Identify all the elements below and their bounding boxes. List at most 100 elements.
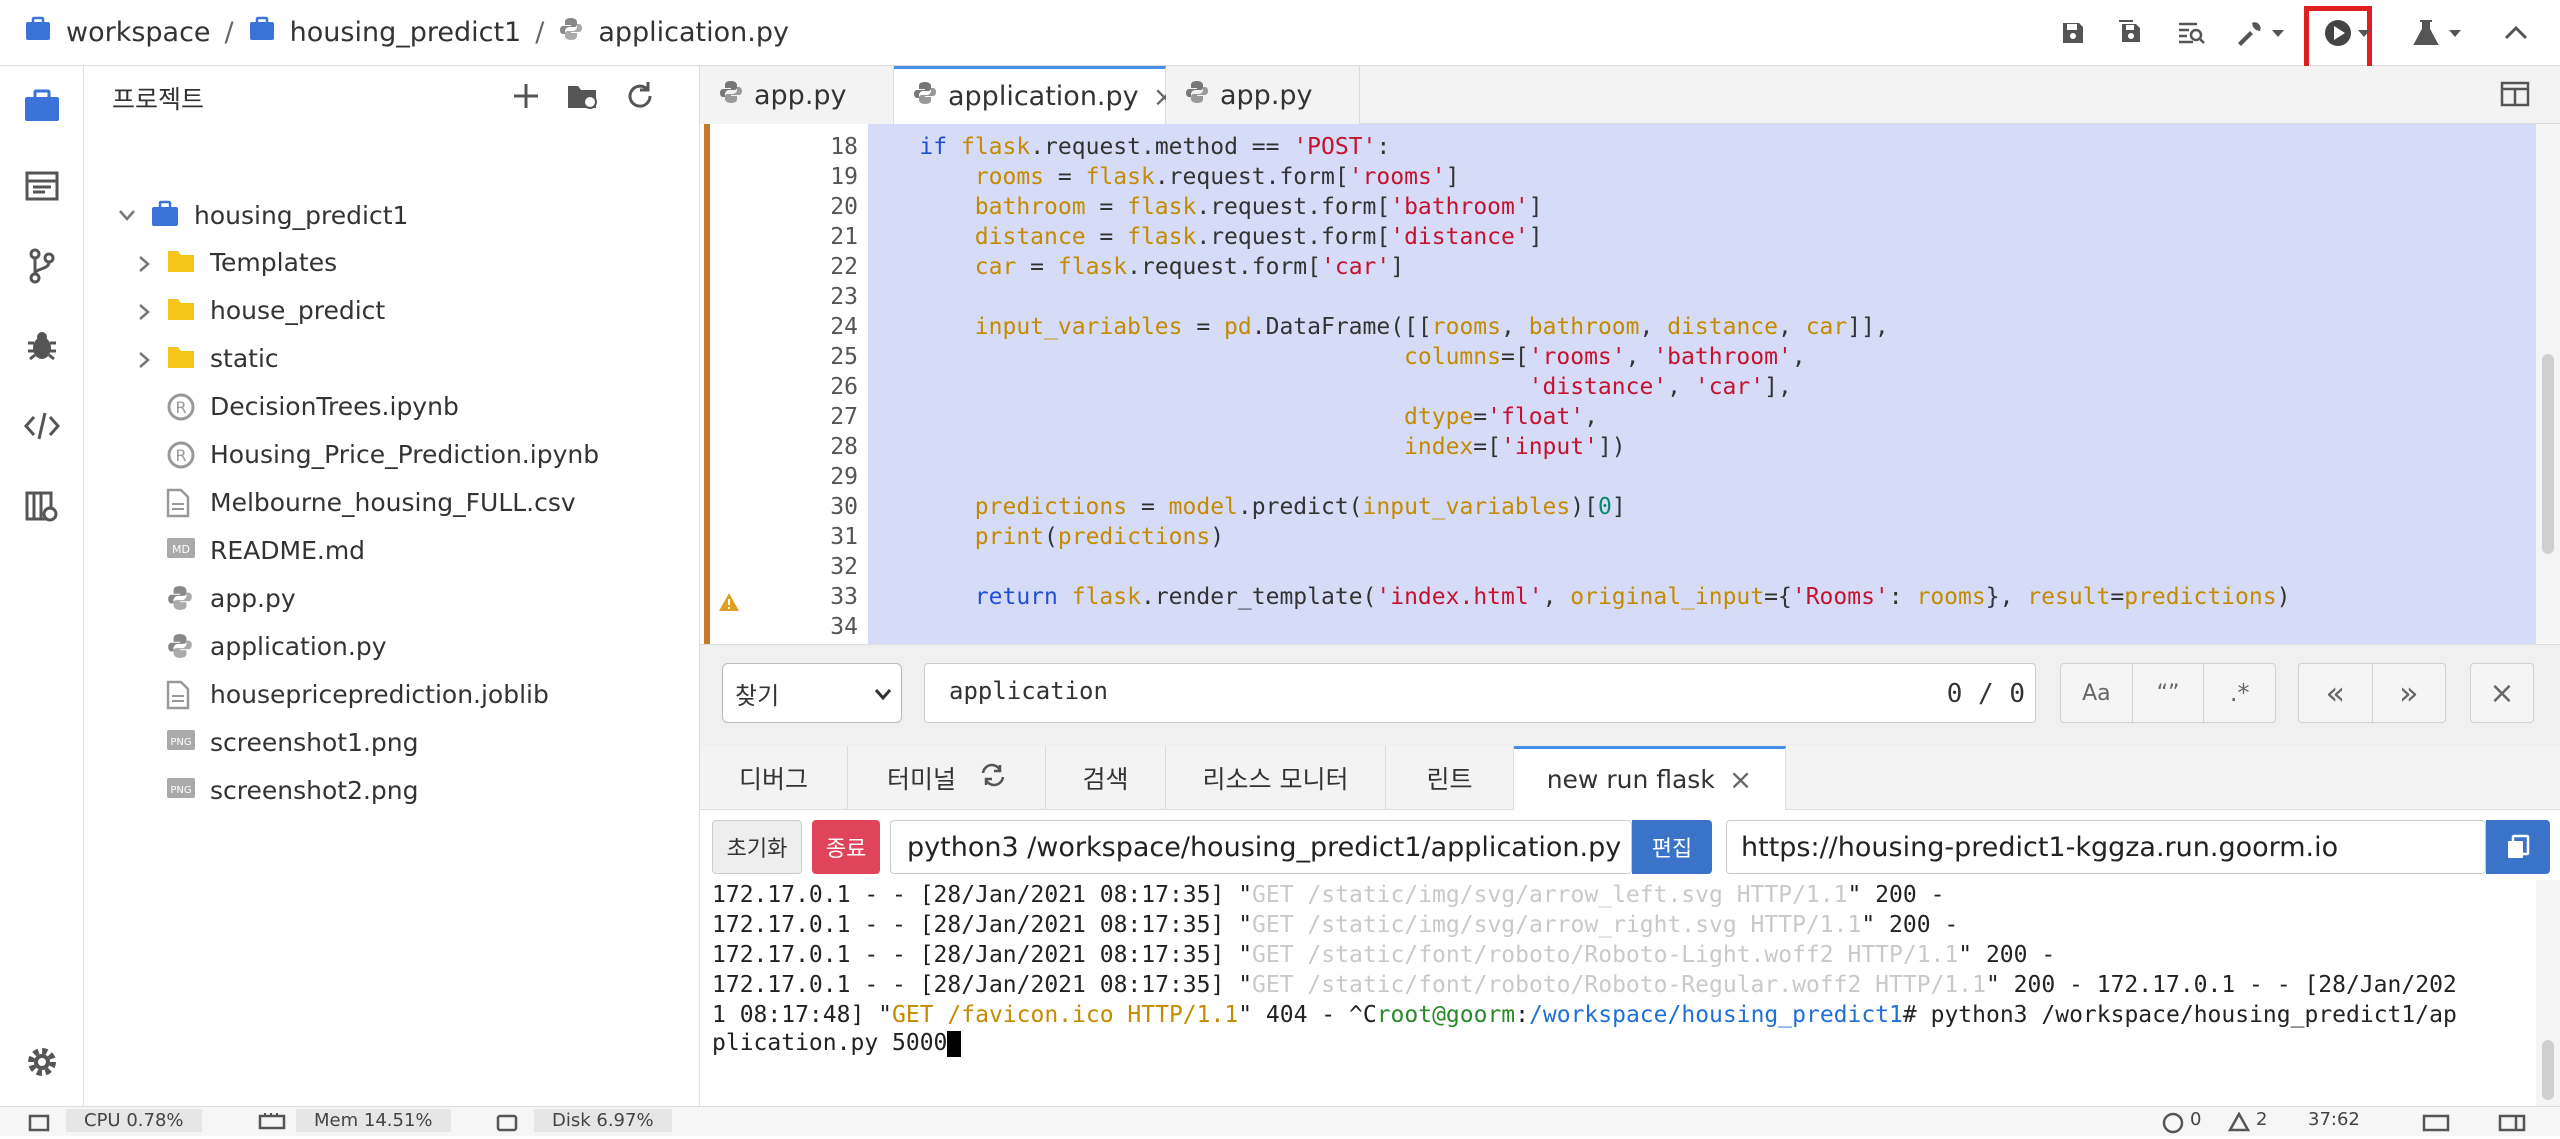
find-close-button[interactable]: × xyxy=(2470,663,2534,723)
python-file-icon xyxy=(912,80,938,113)
sidebar-toggle-icon[interactable] xyxy=(2498,1112,2526,1137)
tab-search[interactable]: 검색 xyxy=(1046,746,1166,810)
build-tools-icon[interactable] xyxy=(2232,14,2292,52)
test-flask-icon[interactable] xyxy=(2410,14,2472,52)
find-in-files-icon[interactable] xyxy=(2172,14,2210,52)
code-line: bathroom = flask.request.form['bathroom'… xyxy=(974,194,1543,220)
tree-item-application-py[interactable]: application.py xyxy=(84,624,684,670)
save-all-icon[interactable] xyxy=(2112,14,2150,52)
error-count[interactable]: 0 xyxy=(2190,1109,2202,1130)
find-match-count: 0 / 0 xyxy=(1946,679,2025,709)
tree-item-house-predict[interactable]: house_predict xyxy=(84,288,684,334)
memory-icon xyxy=(258,1112,286,1137)
line-number: 17 xyxy=(700,124,858,130)
terminal-line: 172.17.0.1 - - [28/Jan/2021 08:17:35] "G… xyxy=(712,942,2056,968)
tab-terminal[interactable]: 터미널 xyxy=(848,746,1046,810)
add-icon[interactable] xyxy=(510,80,546,116)
find-next-button[interactable]: » xyxy=(2398,674,2419,712)
tree-item-app-py[interactable]: app.py xyxy=(84,576,684,622)
container-settings-icon[interactable] xyxy=(18,482,66,530)
editor-scrollbar[interactable] xyxy=(2536,124,2560,644)
line-number: 30 xyxy=(830,494,858,520)
find-previous-button[interactable]: « xyxy=(2299,664,2373,722)
reset-button[interactable]: 초기화 xyxy=(712,820,802,874)
warning-count[interactable]: 2 xyxy=(2256,1109,2268,1130)
new-folder-icon[interactable] xyxy=(566,80,602,116)
run-icon[interactable] xyxy=(2318,14,2378,52)
tab-close-icon[interactable]: × xyxy=(1728,763,1753,796)
folder-icon xyxy=(166,296,196,328)
stop-button[interactable]: 종료 xyxy=(812,820,880,874)
tab-application-py[interactable]: application.py × xyxy=(894,66,1176,124)
tab-debug[interactable]: 디버그 xyxy=(700,746,848,810)
cursor-position[interactable]: 37:62 xyxy=(2308,1109,2360,1130)
tab-app-py-2[interactable]: app.py xyxy=(1166,66,1360,124)
run-output-terminal[interactable]: 172.17.0.1 - - [28/Jan/2021 08:17:35] "G… xyxy=(700,880,2560,1106)
python-file-icon xyxy=(1184,79,1210,112)
match-case-button[interactable]: Aa xyxy=(2061,664,2133,722)
line-number: 19 xyxy=(830,164,858,190)
collapse-chevron-up-icon[interactable] xyxy=(2496,14,2536,52)
tree-item-templates[interactable]: Templates xyxy=(84,240,684,286)
panel-layout-icon[interactable] xyxy=(18,162,66,210)
tree-item-label: README.md xyxy=(210,536,366,565)
sync-icon xyxy=(980,763,1006,793)
terminal-scrollbar[interactable] xyxy=(2536,880,2560,1106)
breadcrumb-file[interactable]: application.py xyxy=(598,17,789,48)
disk-usage[interactable]: Disk 6.97% xyxy=(534,1109,672,1132)
line-number: 29 xyxy=(830,464,858,490)
cpu-usage[interactable]: CPU 0.78% xyxy=(66,1109,202,1132)
breadcrumb-workspace[interactable]: workspace xyxy=(66,17,211,48)
code-editor[interactable]: 171819202122232425262728293031323334 if … xyxy=(700,124,2560,644)
modified-indicator xyxy=(704,124,710,644)
disk-icon xyxy=(496,1112,518,1137)
warning-icon xyxy=(2227,1111,2251,1137)
tree-item-melbourne-housing-full-csv[interactable]: Melbourne_housing_FULL.csv xyxy=(84,480,684,526)
tab-lint[interactable]: 린트 xyxy=(1386,746,1514,810)
scrollbar-thumb[interactable] xyxy=(2542,354,2554,554)
edit-command-button[interactable]: 편집 xyxy=(1632,820,1712,874)
code-area[interactable]: if flask.request.method == 'POST': rooms… xyxy=(868,124,2536,644)
find-mode-select[interactable]: 찾기 xyxy=(722,663,902,723)
tab-new-run-flask[interactable]: new run flask × xyxy=(1514,746,1786,810)
refresh-icon[interactable] xyxy=(624,80,660,116)
line-number: 18 xyxy=(830,134,858,160)
python-file-icon xyxy=(558,16,584,49)
split-editor-icon[interactable] xyxy=(2500,80,2530,112)
find-input[interactable]: application 0 / 0 xyxy=(924,663,2036,723)
git-branch-icon[interactable] xyxy=(18,242,66,290)
line-number: 33 xyxy=(830,584,858,610)
regex-button[interactable]: .* xyxy=(2229,679,2250,707)
warning-icon xyxy=(718,592,740,616)
tab-terminal-label: 터미널 xyxy=(886,765,956,794)
terminal-line: 1 08:17:48] "GET /favicon.ico HTTP/1.1" … xyxy=(712,1002,2457,1028)
run-command-input[interactable]: python3 /workspace/housing_predict1/appl… xyxy=(890,820,1632,874)
whole-word-button[interactable]: “” xyxy=(2133,664,2205,722)
run-url-input[interactable]: https://housing-predict1-kggza.run.goorm… xyxy=(1726,820,2486,874)
tab-app-py[interactable]: app.py xyxy=(700,66,894,124)
breadcrumb: workspace / housing_predict1 / applicati… xyxy=(24,16,789,49)
line-number: 21 xyxy=(830,224,858,250)
breadcrumb-project[interactable]: housing_predict1 xyxy=(289,17,522,48)
save-icon[interactable] xyxy=(2054,14,2092,52)
settings-gear-icon[interactable] xyxy=(18,1038,66,1086)
tree-item-housepriceprediction-joblib[interactable]: housepriceprediction.joblib xyxy=(84,672,684,718)
find-bar: 찾기 application 0 / 0 Aa “” .* « » × xyxy=(700,644,2560,746)
code-icon[interactable] xyxy=(18,402,66,450)
file-icon xyxy=(166,680,190,716)
copy-url-icon[interactable] xyxy=(2486,820,2550,874)
tab-resource-monitor[interactable]: 리소스 모니터 xyxy=(1166,746,1386,810)
folder-icon xyxy=(166,344,196,376)
tree-item-label: screenshot1.png xyxy=(210,728,419,757)
layout-icon[interactable] xyxy=(2422,1112,2450,1137)
scrollbar-thumb[interactable] xyxy=(2542,1040,2554,1100)
memory-usage[interactable]: Mem 14.51% xyxy=(296,1109,451,1132)
project-explorer-icon[interactable] xyxy=(18,82,66,130)
tree-item-static[interactable]: static xyxy=(84,336,684,382)
debug-bug-icon[interactable] xyxy=(18,322,66,370)
